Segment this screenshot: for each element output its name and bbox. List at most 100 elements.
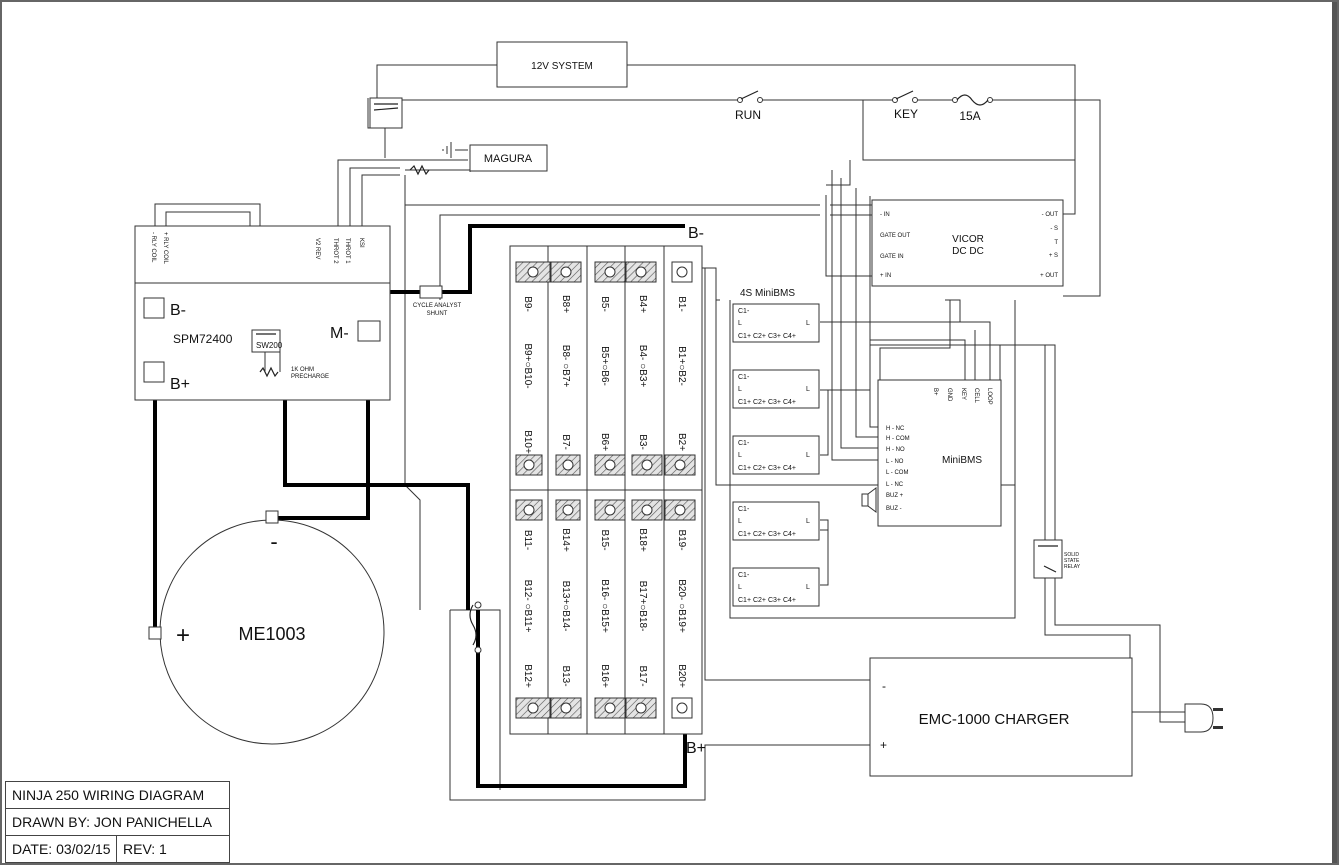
- cell-label-top-0-1: B9+○B10-: [522, 343, 533, 388]
- bms4s-c1-3: C1-: [738, 440, 750, 447]
- ac-plug-icon: [1184, 703, 1223, 733]
- cell-label-top-0-0: B9-: [522, 296, 533, 312]
- terminal-b17-bolt: [635, 702, 647, 714]
- pin-v2-rev: V2 REV: [314, 238, 320, 259]
- bms4s-l-left-3: L: [738, 452, 742, 459]
- terminal-b14-bolt: [562, 504, 574, 516]
- pin-throt-2: THROT 2: [332, 238, 338, 264]
- relay-label-2: STATE: [1064, 558, 1080, 564]
- key-switch: KEY: [892, 90, 918, 121]
- magura-box: [469, 144, 548, 172]
- terminal-b6-bolt: [604, 459, 616, 471]
- pin-throt-1: THROT 1: [344, 238, 350, 264]
- pack-b-minus-label: B-: [688, 225, 704, 242]
- bms4s-l-right-3: L: [806, 452, 810, 459]
- bms4s-board-3: [732, 435, 820, 475]
- 4s-minibms-title: 4S MiniBMS: [740, 288, 795, 299]
- bms4s-l-right-2: L: [806, 386, 810, 393]
- controller-m-minus-label: M-: [330, 325, 349, 342]
- bms4s-l-left-5: L: [738, 584, 742, 591]
- title-block-drawn-by: DRAWN BY: JON PANICHELLA: [5, 808, 230, 836]
- bms4s-taps-1: C1+ C2+ C3+ C4+: [738, 333, 796, 340]
- cycle-analyst-shunt: [419, 285, 443, 299]
- vicor-pin-t: T: [1054, 240, 1058, 246]
- precharge-resistor: [259, 366, 279, 378]
- cell-label-bottom-2-1: B16- ○B15+: [599, 579, 610, 633]
- controller: B- B+ M- SPM72400 SW200 1K OHM PRECHARGE…: [134, 225, 391, 401]
- pack-b-plus-label: B+: [686, 740, 706, 757]
- key-label: KEY: [894, 107, 918, 121]
- cell-label-bottom-0-0: B11-: [522, 530, 533, 550]
- bms4s-board-1: [732, 303, 820, 343]
- terminal-b15-bolt: [604, 504, 616, 516]
- bms4s-c1-1: C1-: [738, 308, 750, 315]
- vicor-name-1: VICOR: [952, 234, 984, 245]
- wiring-thin: [154, 64, 1185, 801]
- terminal-b7-bolt: [562, 459, 574, 471]
- bms4s-taps-3: C1+ C2+ C3+ C4+: [738, 465, 796, 472]
- vicor-pin-plus-in: + IN: [880, 273, 891, 279]
- run-switch: RUN: [735, 90, 763, 122]
- vicor-pin-minus-s: - S: [1050, 226, 1058, 232]
- terminal-b16-bolt: [604, 702, 616, 714]
- vicor-name-2: DC DC: [952, 246, 984, 257]
- terminal-b18-bolt: [641, 504, 653, 516]
- cell-label-bottom-0-1: B12- ○B11+: [522, 580, 533, 633]
- throttle-resistor: [409, 164, 430, 176]
- controller-b-plus-label: B+: [170, 376, 190, 393]
- cell-label-top-4-0: B1-: [676, 296, 687, 312]
- minibms-main: MiniBMS H - NC H - COM H - NO L - NO L -…: [861, 379, 1002, 527]
- cell-label-top-1-1: B8- ○B7+: [560, 345, 571, 388]
- controller-b-minus-terminal: [143, 297, 165, 319]
- terminal-b12-bolt: [527, 702, 539, 714]
- bms4s-c1-2: C1-: [738, 374, 750, 381]
- bms4s-taps-2: C1+ C2+ C3+ C4+: [738, 399, 796, 406]
- motor-name: ME1003: [238, 624, 305, 644]
- cell-label-bottom-4-1: B20- ○B19+: [676, 579, 687, 633]
- sw200-label: SW200: [256, 341, 283, 350]
- minibms-pin-buz-plus: BUZ +: [886, 493, 904, 499]
- cell-label-bottom-1-0: B14+: [560, 528, 571, 552]
- minibms-pin-l-com: L - COM: [886, 470, 908, 476]
- terminal-b2-bolt: [674, 459, 686, 471]
- 4s-minibms-boards: C1- L L C1+ C2+ C3+ C4+ C1- L L C1+ C2+ C3+ C4+…: [732, 303, 820, 607]
- cell-label-bottom-3-1: B17+○B18-: [637, 581, 648, 632]
- bms4s-board-4: [732, 501, 820, 541]
- title-block-title: NINJA 250 WIRING DIAGRAM: [5, 781, 230, 809]
- cell-label-bottom-4-2: B20+: [676, 664, 687, 688]
- bms4s-l-left-2: L: [738, 386, 742, 393]
- shunt-label-1: CYCLE ANALYST: [413, 303, 462, 309]
- bms4s-l-right-5: L: [806, 584, 810, 591]
- minibms-pin-gnd: GND: [946, 388, 952, 402]
- magura-label: MAGURA: [484, 153, 533, 165]
- vicor-pin-gate-in: GATE IN: [880, 254, 904, 260]
- terminal-b20-bolt: [676, 702, 688, 714]
- vicor-pin-minus-in: - IN: [880, 212, 890, 218]
- vicor-pin-plus-s: + S: [1049, 253, 1058, 259]
- motor-plus-terminal: [148, 626, 162, 640]
- minibms-pin-l-no: L - NO: [886, 459, 904, 465]
- cell-label-bottom-1-2: B13-: [560, 665, 571, 686]
- cell-label-top-2-0: B5-: [599, 296, 610, 312]
- terminal-b8-bolt: [560, 266, 572, 278]
- terminal-b10-bolt: [523, 459, 535, 471]
- terminal-b11-bolt: [523, 504, 535, 516]
- solid-state-relay: SOLID STATE RELAY: [1033, 539, 1081, 579]
- bms4s-board-5: [732, 567, 820, 607]
- bms4s-c1-5: C1-: [738, 572, 750, 579]
- controller-name: SPM72400: [173, 332, 233, 346]
- vicor-pin-gate-out: GATE OUT: [880, 233, 911, 239]
- cell-label-bottom-2-0: B15-: [599, 529, 610, 550]
- cell-label-top-3-2: B3-: [637, 434, 648, 450]
- cell-label-top-3-1: B4- ○B3+: [637, 345, 648, 388]
- charger-name: EMC-1000 CHARGER: [919, 711, 1070, 728]
- terminal-b5-bolt: [604, 266, 616, 278]
- minibms-pin-h-com: H - COM: [886, 436, 910, 442]
- cell-label-bottom-0-2: B12+: [522, 664, 533, 688]
- vicor-dcdc: VICOR DC DC - IN GATE OUT GATE IN + IN -…: [871, 199, 1064, 287]
- cell-label-top-1-2: B7-: [560, 434, 571, 450]
- motor-plus-label: +: [176, 622, 190, 649]
- bms4s-l-left-1: L: [738, 320, 742, 327]
- minibms-pin-h-no: H - NO: [886, 447, 905, 453]
